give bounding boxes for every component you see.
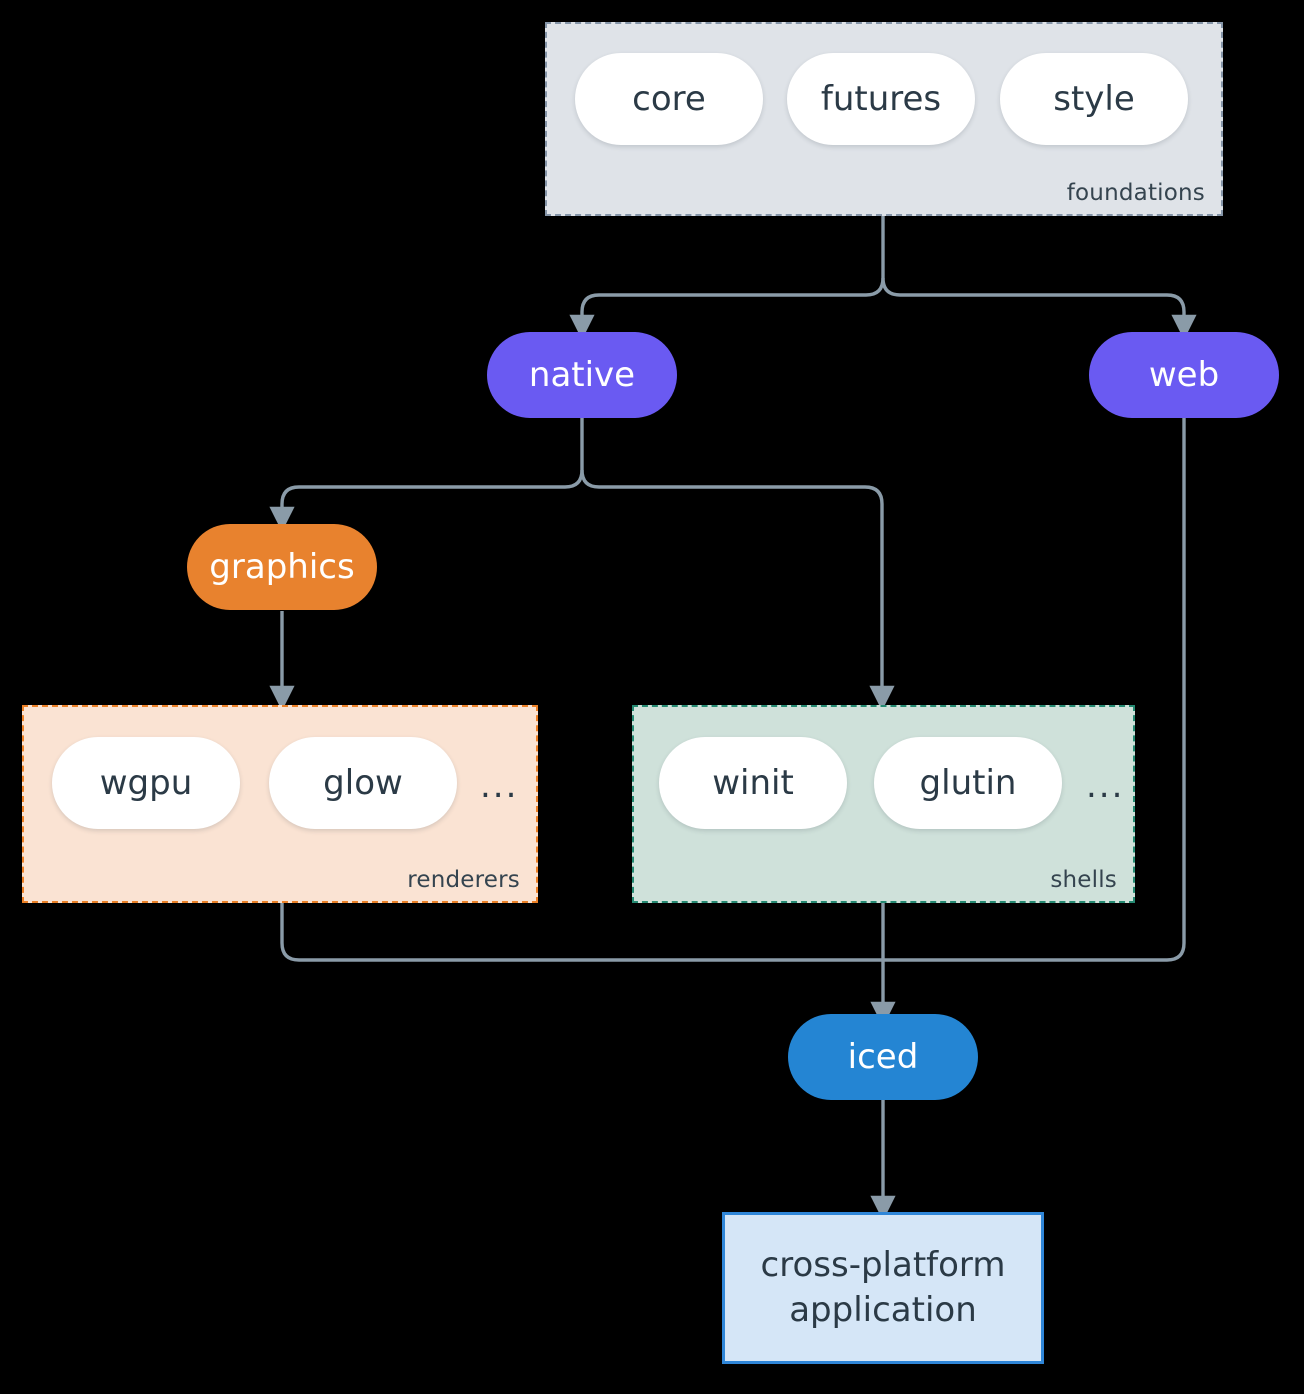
edge-foundations-web bbox=[881, 277, 1197, 340]
edge-renderers-iced bbox=[280, 903, 883, 962]
pill-glutin[interactable]: glutin bbox=[874, 737, 1062, 829]
node-graphics[interactable]: graphics bbox=[187, 524, 377, 610]
node-iced-label: iced bbox=[847, 1037, 919, 1077]
application-line-2: application bbox=[789, 1290, 977, 1330]
pill-wgpu-label: wgpu bbox=[99, 763, 193, 803]
edge-native-graphics bbox=[269, 418, 584, 532]
node-native[interactable]: native bbox=[487, 332, 677, 418]
renderers-ellipsis: ... bbox=[480, 766, 519, 806]
cluster-shells: winit glutin ... shells bbox=[632, 705, 1135, 903]
pill-style[interactable]: style bbox=[1000, 53, 1188, 145]
node-native-label: native bbox=[528, 355, 636, 395]
pill-winit[interactable]: winit bbox=[659, 737, 847, 829]
pill-core-label: core bbox=[632, 79, 706, 119]
pill-winit-label: winit bbox=[712, 763, 794, 803]
edge-native-shells bbox=[580, 469, 895, 711]
pill-glow[interactable]: glow bbox=[269, 737, 457, 829]
node-cross-platform-application[interactable]: cross-platform application bbox=[722, 1212, 1044, 1364]
edge-foundations-bus bbox=[569, 216, 885, 340]
pill-style-label: style bbox=[1053, 79, 1135, 119]
cluster-foundations-label: foundations bbox=[1066, 180, 1205, 206]
pill-futures-label: futures bbox=[820, 79, 942, 119]
pill-futures[interactable]: futures bbox=[787, 53, 975, 145]
node-iced[interactable]: iced bbox=[788, 1014, 978, 1100]
pill-core[interactable]: core bbox=[575, 53, 763, 145]
cluster-shells-label: shells bbox=[1050, 867, 1117, 893]
cluster-renderers-label: renderers bbox=[407, 867, 520, 893]
pill-glow-label: glow bbox=[323, 763, 403, 803]
application-line-1: cross-platform bbox=[760, 1245, 1006, 1286]
node-graphics-label: graphics bbox=[209, 547, 355, 587]
edge-web-iced bbox=[883, 418, 1186, 962]
node-web-label: web bbox=[1148, 355, 1220, 395]
cluster-foundations: core futures style foundations bbox=[545, 22, 1223, 216]
cluster-renderers: wgpu glow ... renderers bbox=[22, 705, 538, 903]
node-web[interactable]: web bbox=[1089, 332, 1279, 418]
shells-ellipsis: ... bbox=[1086, 766, 1125, 806]
pill-wgpu[interactable]: wgpu bbox=[52, 737, 240, 829]
pill-glutin-label: glutin bbox=[919, 763, 1017, 803]
